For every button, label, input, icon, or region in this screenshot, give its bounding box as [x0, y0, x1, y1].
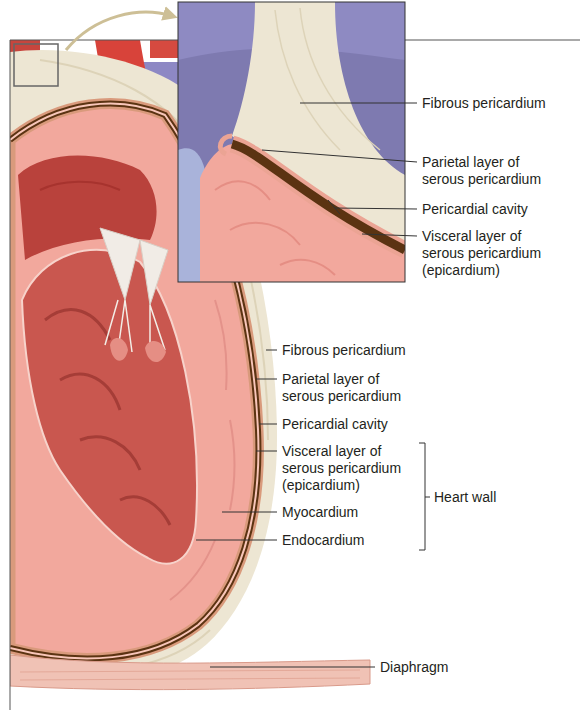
part-label: Diaphragm [380, 659, 448, 676]
illustration-part [232, 144, 405, 250]
illustration-part [232, 144, 405, 250]
illustration-part [40, 182, 120, 190]
illustration-part [259, 424, 277, 425]
illustration-part [335, 208, 417, 209]
part-label: Visceral layer of serous pericardium (ep… [282, 443, 417, 494]
illustration-part [22, 250, 197, 564]
illustration-part [178, 2, 405, 282]
illustration-part [266, 350, 277, 351]
illustration-part [328, 200, 340, 214]
group-label: Heart wall [434, 489, 496, 506]
part-label: Parietal layer of serous pericardium [282, 371, 417, 405]
illustration-part [196, 540, 277, 541]
illustration-part [178, 2, 405, 282]
illustration-part [170, 300, 235, 600]
illustration-part [66, 12, 172, 50]
illustration-part [256, 451, 277, 452]
illustration-part [275, 8, 380, 150]
illustration-part [256, 379, 277, 380]
illustration-part [215, 181, 335, 275]
illustration-part [222, 512, 277, 513]
illustration-part [300, 103, 417, 104]
inset-label: Visceral layer of serous pericardium (ep… [422, 228, 562, 279]
illustration-part [45, 310, 170, 525]
illustration-part [145, 341, 166, 362]
part-label: Pericardial cavity [282, 416, 388, 433]
illustration-part [210, 667, 375, 668]
part-label: Endocardium [282, 532, 365, 549]
inset-label: Parietal layer of serous pericardium [422, 154, 562, 188]
inset-label: Fibrous pericardium [422, 95, 546, 112]
part-label: Fibrous pericardium [282, 342, 406, 359]
illustration-part [419, 443, 430, 550]
illustration-part [100, 228, 140, 300]
illustration-part [10, 655, 370, 690]
illustration-part [362, 234, 417, 236]
illustration-part [200, 144, 405, 282]
inset-label: Pericardial cavity [422, 201, 528, 218]
illustration-part [20, 670, 360, 680]
illustration-part [262, 150, 417, 162]
part-label: Myocardium [282, 504, 358, 521]
illustration-part [178, 2, 405, 282]
illustration-part [220, 136, 232, 154]
illustration-part [110, 338, 128, 361]
illustration-part [14, 44, 58, 86]
illustration-part [140, 240, 168, 305]
